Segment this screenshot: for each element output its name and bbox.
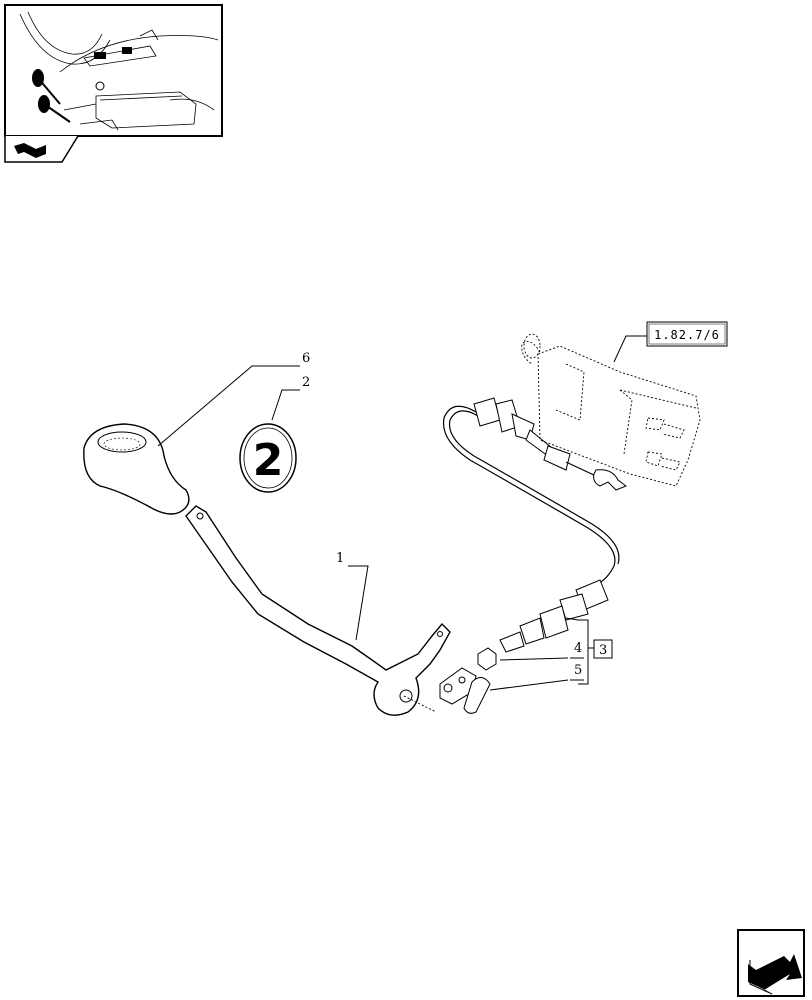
callout-2: 2 bbox=[302, 375, 310, 390]
clip bbox=[463, 677, 491, 714]
reference-label: 1.82.7/6 bbox=[654, 328, 720, 342]
control-cable bbox=[442, 397, 628, 653]
kit-badge-number: 2 bbox=[253, 435, 284, 486]
gear-knob bbox=[83, 423, 190, 515]
valve-block bbox=[521, 333, 701, 487]
callout-6: 6 bbox=[302, 351, 310, 366]
callout-1: 1 bbox=[336, 551, 344, 566]
next-page-arrow-icon[interactable] bbox=[737, 929, 805, 997]
reference-box: 1.82.7/6 bbox=[646, 321, 728, 347]
tractor-cab-thumbnail bbox=[4, 4, 223, 137]
nut bbox=[477, 647, 497, 671]
section-flag-icon bbox=[4, 135, 79, 163]
callout-5: 5 bbox=[574, 663, 582, 678]
shift-lever bbox=[185, 505, 451, 716]
callout-4: 4 bbox=[574, 641, 582, 656]
kit-badge: 2 bbox=[239, 423, 297, 493]
callout-3: 3 bbox=[599, 643, 607, 658]
clevis bbox=[439, 667, 477, 705]
